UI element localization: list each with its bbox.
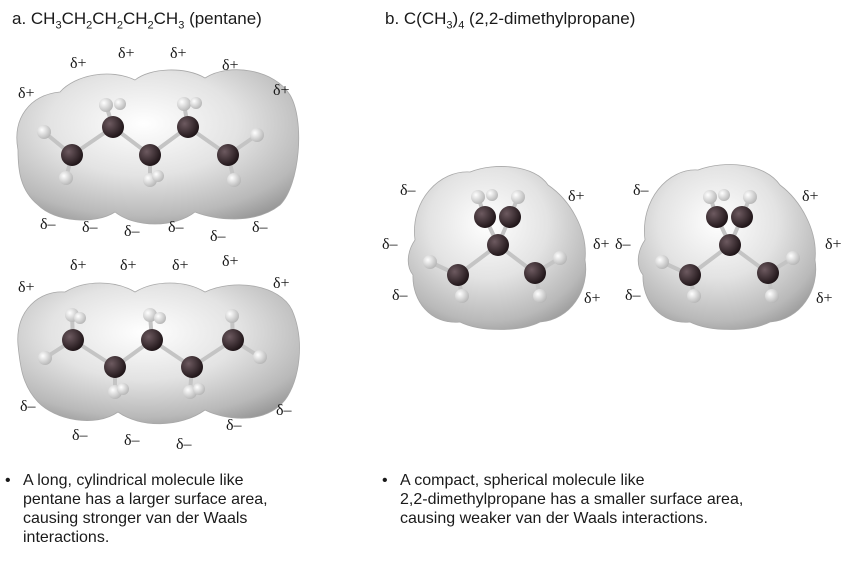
delta-minus-label: δ–: [72, 427, 89, 444]
delta-plus-label: δ+: [802, 188, 819, 205]
delta-plus-label: δ+: [70, 55, 87, 72]
neopentane-left-charges: δ– δ– δ– δ+ δ+ δ+: [382, 182, 610, 307]
pentane-atoms-bottom: [38, 308, 267, 399]
neopentane-atoms-right: [655, 189, 800, 303]
panel-b-prefix: b.: [385, 9, 404, 28]
delta-plus-label: δ+: [222, 57, 239, 74]
delta-plus-label: δ+: [18, 279, 35, 296]
delta-minus-label: δ–: [226, 417, 243, 434]
delta-plus-label: δ+: [18, 85, 35, 102]
delta-minus-label: δ–: [20, 398, 37, 415]
panel-a-title: a. CH3CH2CH2CH2CH3 (pentane): [12, 9, 262, 31]
delta-minus-label: δ–: [633, 182, 650, 199]
panel-b-title: b. C(CH3)4 (2,2-dimethylpropane): [385, 9, 635, 31]
delta-minus-label: δ–: [252, 219, 269, 236]
delta-plus-label: δ+: [170, 45, 187, 62]
delta-plus-label: δ+: [816, 290, 833, 307]
delta-plus-label: δ+: [120, 257, 137, 274]
delta-minus-label: δ–: [40, 216, 57, 233]
delta-minus-label: δ–: [382, 236, 399, 253]
neopentane-explanation: • A compact, spherical molecule like 2,2…: [382, 471, 802, 528]
panel-a-prefix: a.: [12, 9, 31, 28]
delta-minus-label: δ–: [276, 402, 293, 419]
pentane-atoms-top: [37, 97, 264, 187]
pentane-explanation: • A long, cylindrical molecule like pent…: [5, 471, 345, 547]
pentane-top-charges: δ+ δ+ δ+ δ+ δ+ δ+ δ– δ– δ– δ– δ– δ–: [18, 45, 290, 245]
delta-minus-label: δ–: [615, 236, 632, 253]
delta-plus-label: δ+: [593, 236, 610, 253]
delta-plus-label: δ+: [273, 275, 290, 292]
neopentane-atoms-left: [423, 189, 567, 303]
pentane-explanation-text: A long, cylindrical molecule like pentan…: [23, 472, 268, 546]
panel-b-formula: C(CH3)4: [403, 9, 465, 32]
bullet-marker: •: [382, 472, 388, 489]
bullet-marker: •: [5, 472, 11, 489]
delta-plus-label: δ+: [568, 188, 585, 205]
delta-minus-label: δ–: [176, 436, 193, 453]
panel-a-formula: CH3CH2CH2CH2CH3: [30, 9, 185, 32]
delta-minus-label: δ–: [82, 219, 99, 236]
delta-plus-label: δ+: [222, 253, 239, 270]
neopentane-right-charges: δ– δ– δ– δ+ δ+ δ+: [615, 182, 842, 307]
delta-plus-label: δ+: [70, 257, 87, 274]
delta-minus-label: δ–: [124, 432, 141, 449]
delta-plus-label: δ+: [825, 236, 842, 253]
delta-plus-label: δ+: [172, 257, 189, 274]
delta-plus-label: δ+: [273, 82, 290, 99]
delta-plus-label: δ+: [584, 290, 601, 307]
pentane-bottom-charges: δ+ δ+ δ+ δ+ δ+ δ+ δ– δ– δ– δ– δ– δ–: [18, 253, 293, 453]
delta-minus-label: δ–: [124, 223, 141, 240]
delta-minus-label: δ–: [392, 287, 409, 304]
neopentane-explanation-text: A compact, spherical molecule like 2,2-d…: [400, 472, 744, 527]
delta-minus-label: δ–: [400, 182, 417, 199]
delta-minus-label: δ–: [210, 228, 227, 245]
delta-plus-label: δ+: [118, 45, 135, 62]
delta-minus-label: δ–: [625, 287, 642, 304]
panel-a-name: (pentane): [184, 9, 262, 28]
delta-minus-label: δ–: [168, 219, 185, 236]
panel-b-name: (2,2-dimethylpropane): [464, 9, 636, 28]
